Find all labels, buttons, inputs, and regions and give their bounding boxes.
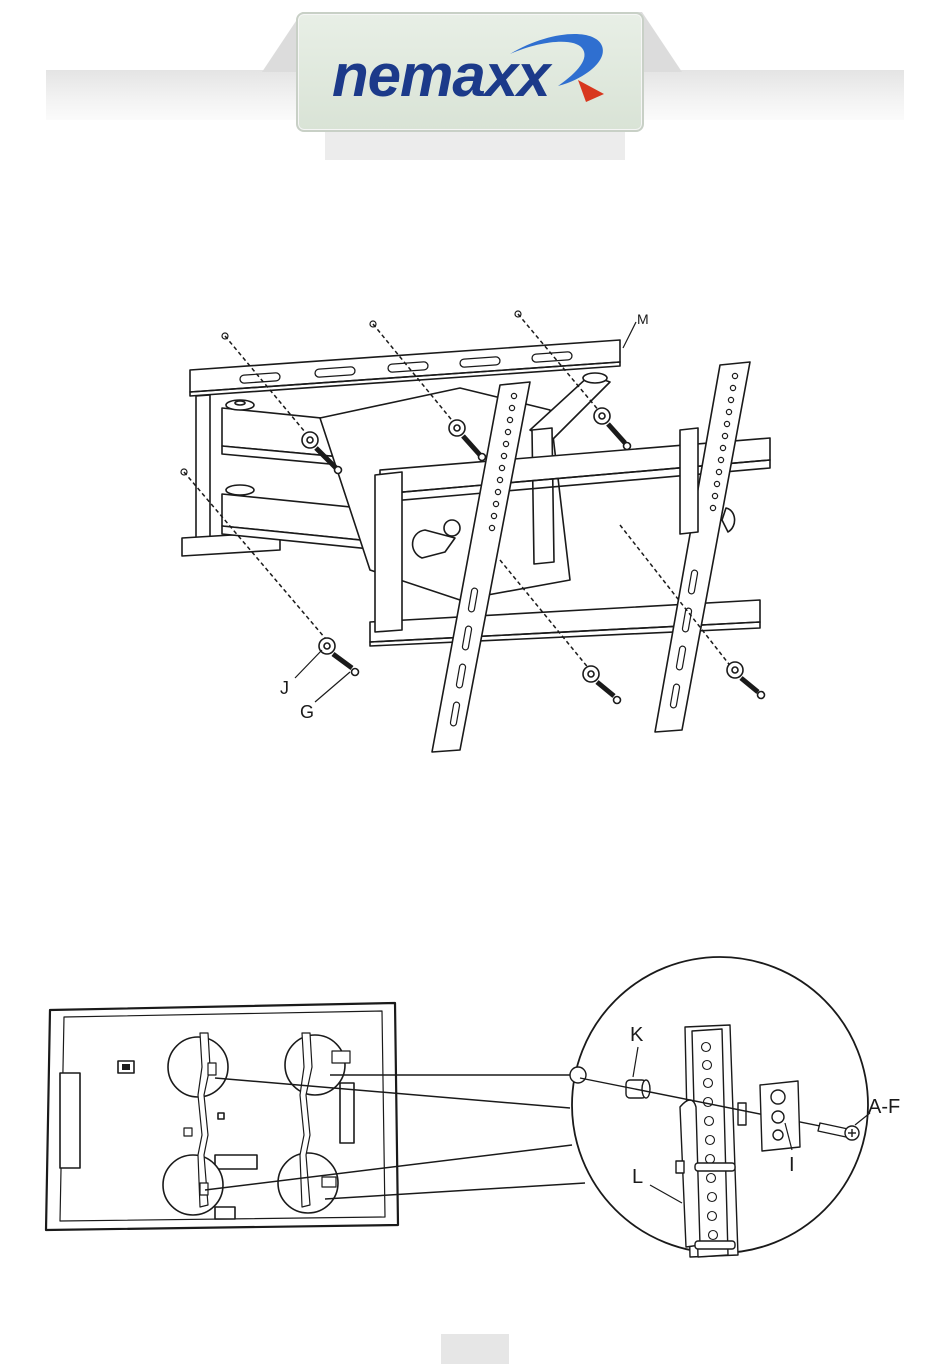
callout-m: M xyxy=(637,311,649,327)
logo-wordmark: nemaxx xyxy=(332,42,553,109)
wall-mount-assembly-diagram: M J G xyxy=(170,300,790,760)
callout-l: L xyxy=(632,1166,643,1188)
nemaxx-logo: nemaxx xyxy=(320,28,616,112)
tilt-knob-right xyxy=(722,508,735,532)
page-number-box xyxy=(441,1334,509,1364)
washer-plate-i xyxy=(760,1081,800,1151)
screw-6 xyxy=(727,662,765,699)
logo-swoosh-red xyxy=(578,80,604,102)
screw-4 xyxy=(319,638,359,676)
tv-bracket-attachment-diagram: K A-F I L xyxy=(40,955,920,1260)
header-sub-band xyxy=(325,128,625,160)
callout-g: G xyxy=(300,702,314,722)
callout-a-f: A-F xyxy=(868,1096,900,1118)
screw-3 xyxy=(594,408,631,450)
callout-i: I xyxy=(789,1154,795,1176)
callout-k: K xyxy=(630,1024,644,1046)
callout-j: J xyxy=(280,678,289,698)
tv-back-panel xyxy=(46,1003,398,1230)
screw-5 xyxy=(583,666,621,704)
